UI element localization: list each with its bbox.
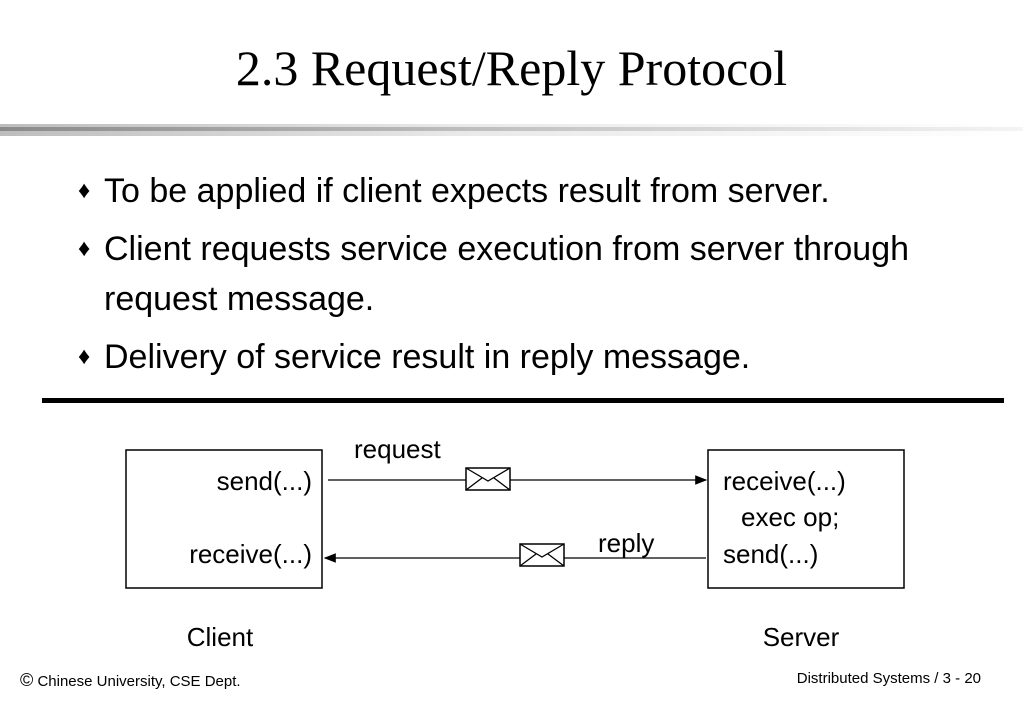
server-label: Server bbox=[763, 622, 840, 652]
client-label: Client bbox=[187, 622, 254, 652]
title-underline bbox=[0, 124, 1023, 136]
request-reply-diagram: send(...) receive(...) receive(...) exec… bbox=[125, 434, 905, 652]
client-send-label: send(...) bbox=[217, 466, 312, 496]
section-divider bbox=[42, 398, 1004, 403]
request-envelope-icon bbox=[465, 467, 511, 491]
diamond-bullet-icon: ♦ bbox=[78, 177, 91, 204]
reply-envelope-icon bbox=[519, 543, 565, 567]
footer-page-info: Distributed Systems / 3 - 20 bbox=[796, 670, 981, 687]
server-box bbox=[707, 449, 905, 589]
bullet-text: To be applied if client expects result f… bbox=[104, 172, 830, 210]
bullet-item: ♦ Delivery of service result in reply me… bbox=[78, 332, 998, 382]
client-receive-label: receive(...) bbox=[189, 539, 312, 569]
client-box bbox=[125, 449, 323, 589]
bullet-item: ♦ Client requests service execution from… bbox=[78, 224, 998, 324]
bullet-item: ♦ To be applied if client expects result… bbox=[78, 166, 998, 216]
bullet-text: Delivery of service result in reply mess… bbox=[104, 338, 751, 376]
slide-title: 2.3 Request/Reply Protocol bbox=[235, 40, 788, 96]
bullet-list: ♦ To be applied if client expects result… bbox=[78, 166, 998, 390]
footer-left: © Chinese University, CSE Dept. bbox=[20, 670, 241, 691]
server-receive-label: receive(...) bbox=[723, 466, 846, 496]
footer-institution: Chinese University, CSE Dept. bbox=[37, 673, 241, 690]
reply-label: reply bbox=[598, 528, 654, 558]
server-exec-label: exec op; bbox=[741, 502, 839, 532]
request-label: request bbox=[354, 434, 441, 464]
bullet-text: Client requests service execution from s… bbox=[104, 230, 910, 318]
server-send-label: send(...) bbox=[723, 539, 818, 569]
diamond-bullet-icon: ♦ bbox=[78, 235, 91, 262]
diamond-bullet-icon: ♦ bbox=[78, 343, 91, 370]
copyright-icon: © bbox=[20, 670, 34, 690]
